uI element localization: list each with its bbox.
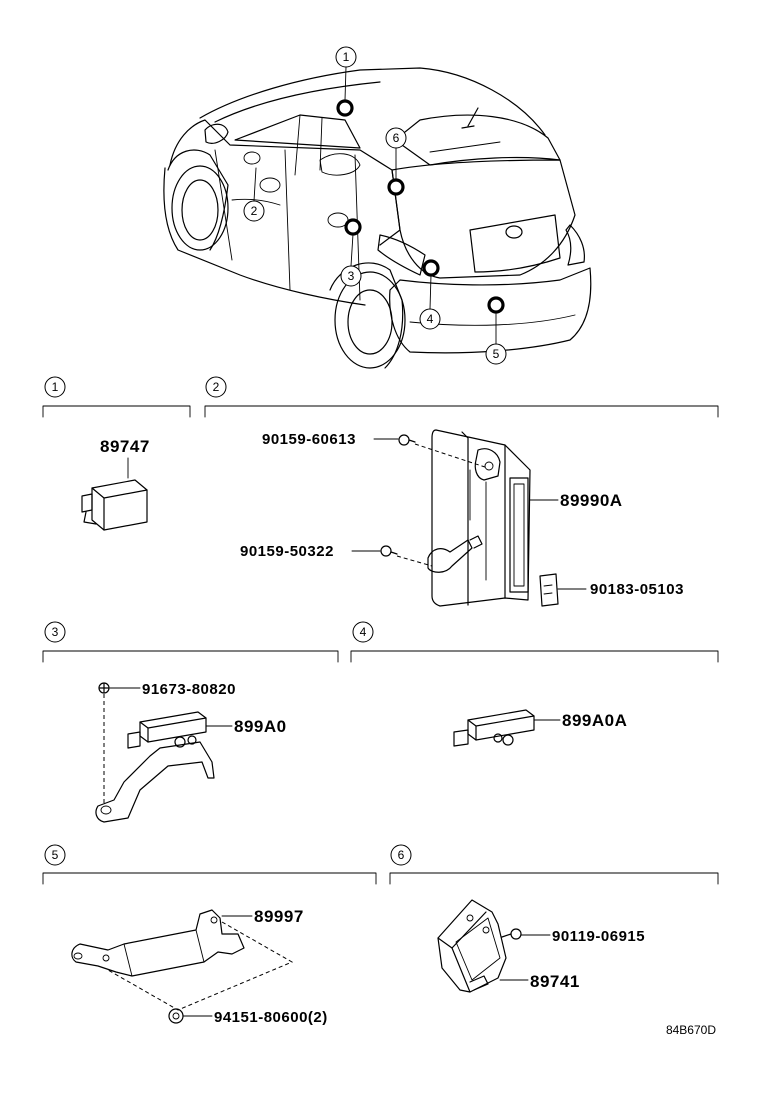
callout-6: 6 bbox=[385, 127, 407, 149]
part-90183-05103-label: 90183-05103 bbox=[590, 581, 684, 598]
section-1-number: 1 bbox=[52, 380, 59, 394]
section-6-number: 6 bbox=[398, 848, 405, 862]
bolt-90159-60613 bbox=[398, 434, 416, 446]
vehicle-illustration bbox=[163, 67, 592, 369]
callout-2: 2 bbox=[243, 200, 265, 222]
callout-leaders bbox=[253, 66, 497, 345]
bolt-91673-80820 bbox=[98, 682, 110, 694]
part-89741-drawing bbox=[437, 899, 507, 993]
section-1: 1 89747 bbox=[42, 376, 191, 531]
part-90119-06915-label: 90119-06915 bbox=[552, 928, 645, 945]
svg-text:2: 2 bbox=[251, 204, 258, 218]
part-899A0A-drawing bbox=[453, 709, 535, 747]
part-899A0A-label: 899A0A bbox=[562, 711, 627, 730]
section-2: 2 90159-60613 90159-50322 bbox=[204, 376, 719, 607]
section-6: 6 89741 90119-06915 bbox=[389, 844, 719, 993]
part-91673-80820-label: 91673-80820 bbox=[142, 681, 236, 698]
part-89990A-label: 89990A bbox=[560, 491, 623, 510]
bolt-90159-50322 bbox=[380, 545, 398, 557]
section-5-number: 5 bbox=[52, 848, 59, 862]
part-89741-label: 89741 bbox=[530, 972, 580, 991]
section-3: 3 91673-80820 899A0 bbox=[42, 621, 339, 823]
svg-text:3: 3 bbox=[348, 269, 355, 283]
section-5: 5 89997 94151-80600(2) bbox=[42, 844, 377, 1026]
section-2-number: 2 bbox=[213, 380, 220, 394]
section-4-number: 4 bbox=[360, 625, 367, 639]
svg-text:1: 1 bbox=[343, 50, 350, 64]
callout-3: 3 bbox=[340, 265, 362, 287]
callout-1: 1 bbox=[335, 46, 357, 68]
section-3-number: 3 bbox=[52, 625, 59, 639]
bolt-90119-06915 bbox=[501, 928, 522, 940]
callout-5: 5 bbox=[485, 343, 507, 365]
svg-text:6: 6 bbox=[393, 131, 400, 145]
part-899A0-label: 899A0 bbox=[234, 717, 287, 736]
part-89997-drawing bbox=[71, 909, 245, 977]
part-94151-80600-label: 94151-80600(2) bbox=[214, 1009, 328, 1026]
part-89990A-drawing bbox=[427, 429, 531, 607]
callout-4: 4 bbox=[419, 308, 441, 330]
section-4: 4 899A0A bbox=[350, 621, 719, 747]
part-89747-drawing bbox=[81, 479, 148, 531]
location-markers bbox=[336, 99, 505, 314]
clip-90183-05103 bbox=[539, 573, 559, 607]
part-90159-50322-label: 90159-50322 bbox=[240, 543, 334, 560]
part-89747-label: 89747 bbox=[100, 437, 150, 456]
svg-text:5: 5 bbox=[493, 347, 500, 361]
diagram-code: 84B670D bbox=[666, 1023, 716, 1037]
part-90159-60613-label: 90159-60613 bbox=[262, 431, 356, 448]
svg-text:4: 4 bbox=[427, 312, 434, 326]
part-899A0-drawing bbox=[95, 711, 215, 823]
nut-94151-80600 bbox=[168, 1008, 184, 1024]
part-89997-label: 89997 bbox=[254, 907, 304, 926]
